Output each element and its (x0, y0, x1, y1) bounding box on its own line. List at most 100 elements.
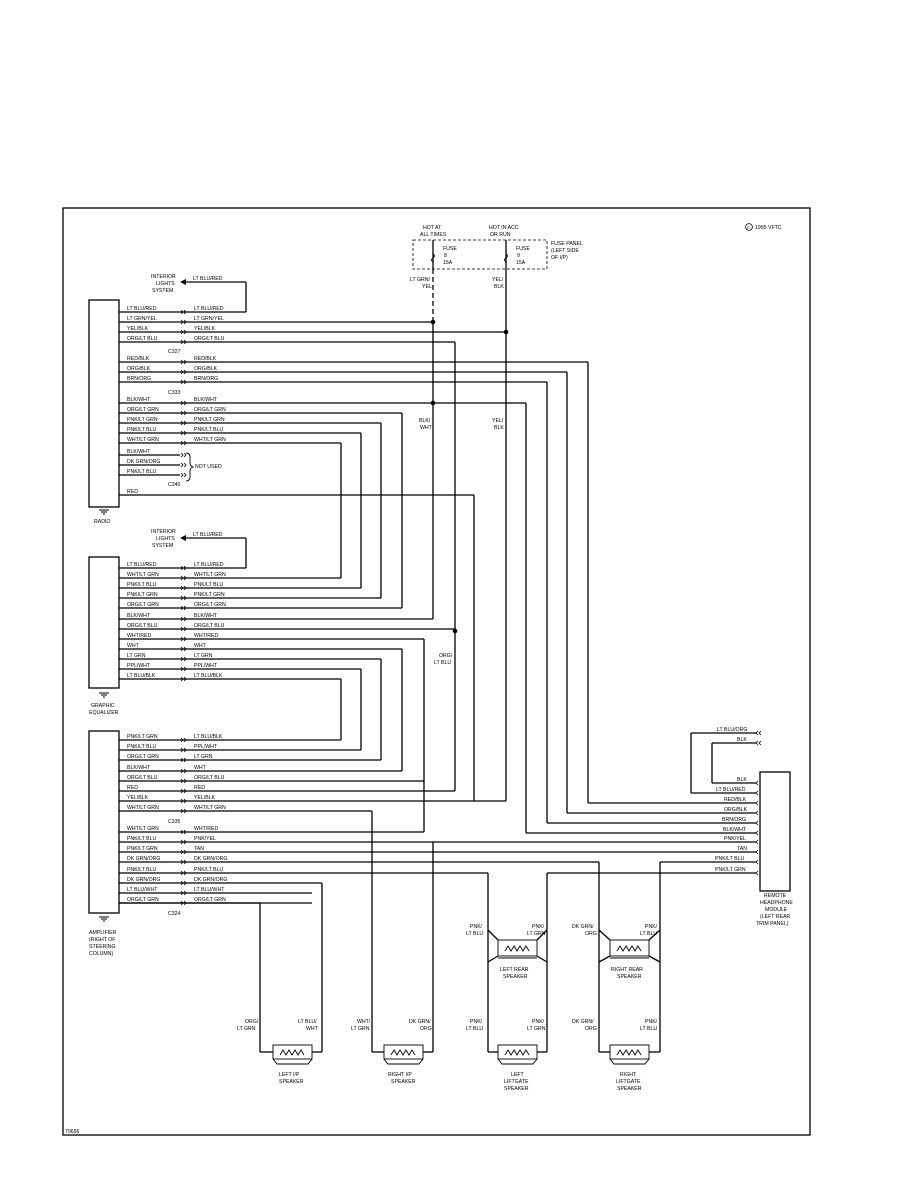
svg-text:LIGHTS: LIGHTS (156, 281, 175, 287)
svg-text:ORG/LT GRN: ORG/LT GRN (194, 407, 226, 413)
svg-text:PNK/LT BLU: PNK/LT BLU (127, 469, 156, 475)
svg-text:LT BLU/RED: LT BLU/RED (193, 532, 223, 538)
svg-text:LT BLU: LT BLU (466, 931, 483, 937)
svg-text:ORG/LT GRN: ORG/LT GRN (127, 602, 159, 608)
svg-text:RED: RED (127, 785, 138, 791)
svg-text:RED/BLK: RED/BLK (194, 356, 217, 362)
svg-text:SYSTEM: SYSTEM (152, 288, 173, 294)
arrow-icon (180, 279, 186, 285)
interior-lights-label-2: INTERIOR (151, 529, 176, 535)
svg-text:WHT/LT GRN: WHT/LT GRN (194, 572, 226, 578)
svg-text:ORG/BLK: ORG/BLK (194, 366, 218, 372)
svg-text:YEL/: YEL/ (492, 277, 504, 283)
svg-text:LT GRN: LT GRN (194, 754, 213, 760)
svg-text:PNK/LT BLU: PNK/LT BLU (127, 582, 156, 588)
svg-text:BRN/ORG: BRN/ORG (722, 817, 746, 823)
svg-text:PPL/WHT: PPL/WHT (194, 663, 218, 669)
svg-text:RED/BLK: RED/BLK (127, 356, 150, 362)
svg-text:FUSE PANEL: FUSE PANEL (551, 241, 583, 247)
svg-text:LT BLU/RED: LT BLU/RED (193, 276, 223, 282)
svg-text:ORG: ORG (585, 931, 597, 937)
vertical-runs (340, 322, 589, 833)
svg-text:PPL/WHT: PPL/WHT (127, 663, 151, 669)
svg-text:LT GRN/: LT GRN/ (410, 277, 431, 283)
svg-text:RED/BLK: RED/BLK (724, 797, 747, 803)
svg-text:WHT: WHT (194, 643, 207, 649)
svg-text:ORG: ORG (585, 1026, 597, 1032)
svg-text:OF I/P): OF I/P) (551, 255, 568, 261)
radio-wires: LT BLU/RED LT BLU/RED LT GRN/YEL LT GRN/… (119, 306, 588, 496)
svg-text:BLK/WHT: BLK/WHT (723, 827, 747, 833)
left-liftgate-speaker: LEFT LIFTGATE SPEAKER PNK/ LT BLU PNK/ L… (466, 1019, 546, 1092)
svg-text:DK GRN/ORG: DK GRN/ORG (127, 877, 160, 883)
svg-text:DK GRN/ORG: DK GRN/ORG (194, 877, 227, 883)
svg-text:PNK/: PNK/ (532, 924, 545, 930)
svg-text:WHT: WHT (127, 643, 140, 649)
svg-text:PNK/: PNK/ (645, 1019, 658, 1025)
svg-text:LT GRN: LT GRN (527, 1026, 546, 1032)
svg-text:DK GRN/ORG: DK GRN/ORG (127, 856, 160, 862)
svg-text:PNK/LT GRN: PNK/LT GRN (127, 592, 158, 598)
brace-icon (185, 452, 195, 482)
svg-text:HEADPHONE: HEADPHONE (760, 900, 793, 906)
svg-text:ORG: ORG (420, 1026, 432, 1032)
svg-text:WHT/RED: WHT/RED (194, 826, 218, 832)
svg-text:YEL: YEL (422, 284, 432, 290)
svg-text:LIFTGATE: LIFTGATE (616, 1079, 641, 1085)
svg-text:WHT: WHT (306, 1026, 319, 1032)
remote-module-wires: LT BLU/ORG BLK BLK LT BLU/RED RED/BLK OR… (526, 727, 756, 874)
svg-text:LT GRN: LT GRN (127, 653, 146, 659)
speaker-coil-icon (504, 1049, 530, 1056)
speaker-runs (119, 811, 661, 1053)
svg-text:WHT/LT GRN: WHT/LT GRN (127, 572, 159, 578)
svg-text:BLK: BLK (494, 284, 504, 290)
svg-text:BLK/WHT: BLK/WHT (127, 449, 151, 455)
svg-text:RED: RED (127, 489, 138, 495)
svg-text:WHT/RED: WHT/RED (194, 633, 218, 639)
svg-text:BLK: BLK (737, 777, 747, 783)
svg-text:(RIGHT OF: (RIGHT OF (89, 937, 115, 943)
svg-text:LT GRN/YEL: LT GRN/YEL (127, 316, 157, 322)
svg-text:LIGHTS: LIGHTS (156, 536, 175, 542)
amplifier-wires: PNK/LT GRN LT BLU/BLK PNK/LT BLU PPL/WHT… (119, 734, 756, 917)
svg-text:PNK/LT GRN: PNK/LT GRN (127, 734, 158, 740)
svg-text:RIGHT: RIGHT (620, 1072, 637, 1078)
svg-text:WHT/RED: WHT/RED (127, 633, 151, 639)
svg-text:FUSE: FUSE (516, 246, 530, 252)
svg-text:BLK/WHT: BLK/WHT (127, 765, 151, 771)
svg-text:STEERING: STEERING (89, 944, 116, 950)
svg-text:BLK/: BLK/ (419, 418, 431, 424)
right-liftgate-speaker: RIGHT LIFTGATE SPEAKER DK GRN/ ORG PNK/ … (572, 1019, 658, 1092)
speaker-coil-icon (616, 945, 642, 952)
svg-text:PNK/LT GRN: PNK/LT GRN (194, 417, 225, 423)
svg-text:RIGHT I/P: RIGHT I/P (388, 1072, 412, 1078)
svg-text:ORG/LT BLU: ORG/LT BLU (127, 775, 158, 781)
svg-text:WHT/LT GRN: WHT/LT GRN (194, 437, 226, 443)
left-ip-speaker: LEFT I/P SPEAKER ORG/ LT GRN LT BLU/ WHT (237, 1019, 319, 1085)
svg-text:LT BLU: LT BLU (640, 1026, 657, 1032)
svg-text:LT BLU/: LT BLU/ (298, 1019, 317, 1025)
svg-text:8: 8 (444, 253, 447, 259)
speaker-coil-icon (390, 1049, 416, 1056)
svg-text:ORG/LT BLU: ORG/LT BLU (194, 775, 225, 781)
svg-text:WHT/LT GRN: WHT/LT GRN (127, 437, 159, 443)
svg-text:LT GRN: LT GRN (237, 1026, 256, 1032)
svg-text:SPEAKER: SPEAKER (617, 974, 642, 980)
remote-module-label: REMOTE (764, 893, 787, 899)
svg-text:c: c (747, 225, 750, 230)
svg-text:ORG/: ORG/ (439, 653, 453, 659)
svg-text:NOT USED: NOT USED (195, 464, 222, 470)
svg-text:TAN: TAN (194, 846, 204, 852)
equalizer-wires: LT BLU/RED LT BLU/RED WHT/LT GRN WHT/LT … (119, 562, 455, 680)
svg-text:LT BLU/BLK: LT BLU/BLK (194, 734, 223, 740)
svg-text:LT GRN: LT GRN (527, 931, 546, 937)
svg-text:RED: RED (194, 785, 205, 791)
fuse-8-icon (431, 253, 435, 263)
svg-text:WHT: WHT (420, 425, 433, 431)
svg-text:LEFT I/P: LEFT I/P (279, 1072, 300, 1078)
svg-text:MODULE: MODULE (765, 907, 788, 913)
amplifier-label: AMPLIFIER (89, 930, 117, 936)
svg-text:DK GRN/: DK GRN/ (409, 1019, 431, 1025)
ground-icon (99, 916, 109, 922)
svg-text:ORG/LT BLU: ORG/LT BLU (194, 336, 225, 342)
